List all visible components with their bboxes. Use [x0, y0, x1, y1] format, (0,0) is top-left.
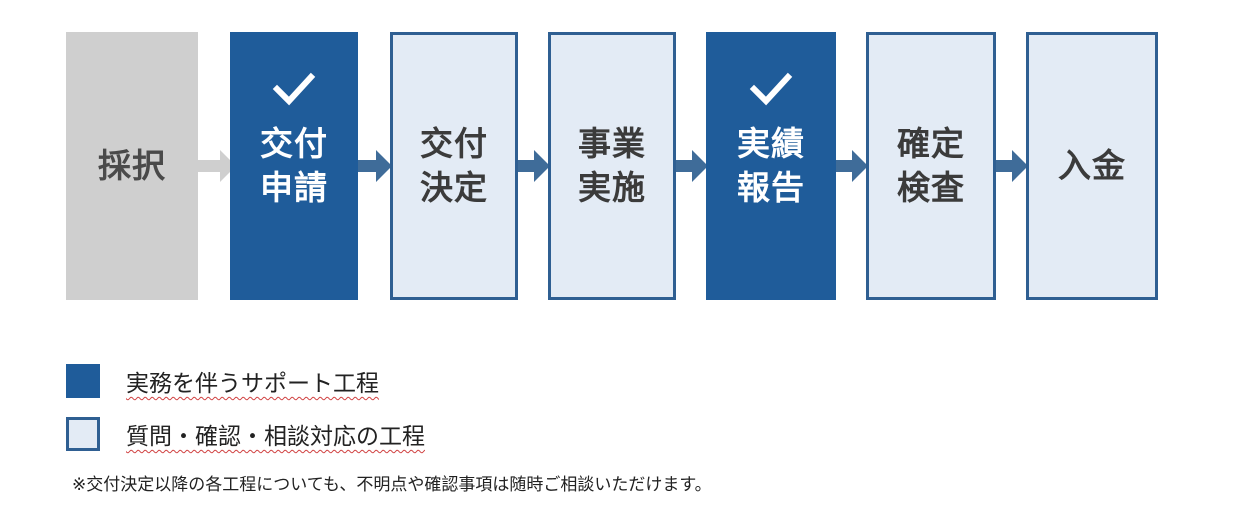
- legend-item-consultation-process: 質問・確認・相談対応の工程: [66, 417, 566, 451]
- footnote: ※交付決定以降の各工程についても、不明点や確認事項は随時ご相談いただけます。: [72, 475, 712, 495]
- step-label: 確定検査: [897, 124, 965, 207]
- legend-swatch-dark: [66, 364, 100, 398]
- legend-label: 質問・確認・相談対応の工程: [126, 424, 425, 450]
- step-label: 実績報告: [737, 124, 805, 207]
- checkmark-icon: [749, 72, 793, 106]
- step-label: 交付申請: [260, 124, 328, 207]
- step-grant-application: 交付申請: [230, 32, 358, 300]
- step-label: 採択: [98, 146, 166, 185]
- step-grant-decision: 交付決定: [390, 32, 518, 300]
- legend-item-support-process: 実務を伴うサポート工程: [66, 364, 566, 398]
- step-project-execution: 事業実施: [548, 32, 676, 300]
- checkmark-icon: [272, 72, 316, 106]
- step-performance-report: 実績報告: [706, 32, 836, 300]
- arrow-right-icon: [358, 150, 392, 182]
- arrow-right-icon: [836, 150, 868, 182]
- step-label: 事業実施: [578, 124, 646, 207]
- arrow-right-icon: [518, 150, 550, 182]
- step-label: 入金: [1058, 146, 1126, 185]
- arrow-right-icon: [996, 150, 1028, 182]
- step-label: 交付決定: [420, 124, 488, 207]
- legend-swatch-light: [66, 417, 100, 451]
- arrow-right-icon: [198, 150, 236, 182]
- step-final-inspection: 確定検査: [866, 32, 996, 300]
- process-flow: 採択 交付申請 交付決定 事業実施 実績報告 確定検査 入金: [66, 32, 1158, 300]
- arrow-right-icon: [676, 150, 708, 182]
- step-adoption: 採択: [66, 32, 198, 300]
- step-payment: 入金: [1026, 32, 1158, 300]
- legend-label: 実務を伴うサポート工程: [126, 371, 379, 397]
